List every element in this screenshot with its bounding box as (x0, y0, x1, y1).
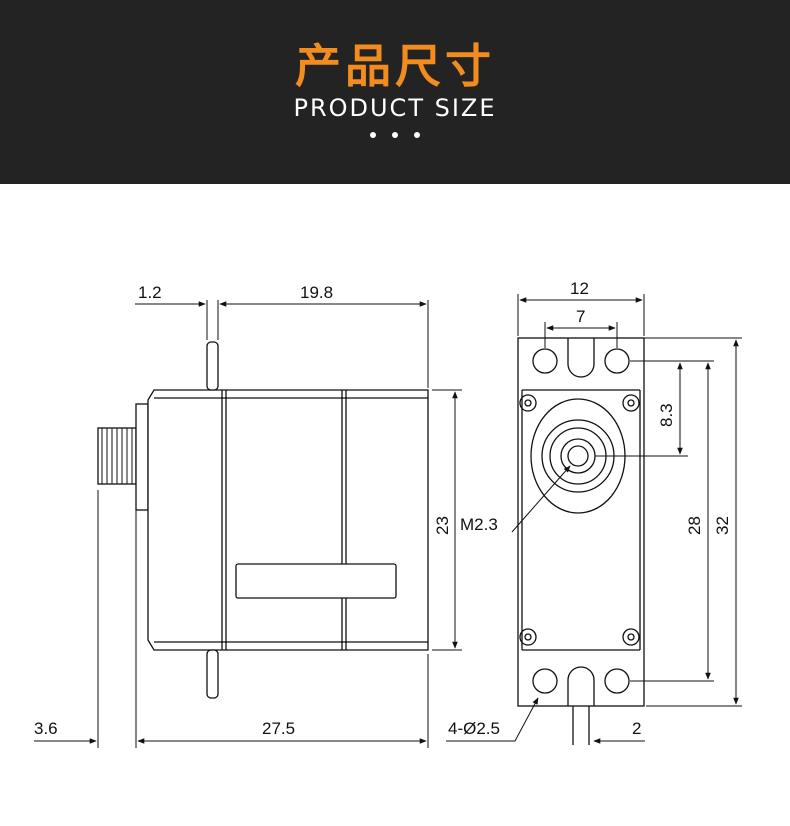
screw-tr (622, 394, 640, 412)
dot-3 (414, 132, 420, 138)
dim-holes: 4-Ø2.5 (448, 719, 500, 738)
dim-body-height: 23 (433, 516, 452, 535)
front-view (517, 337, 645, 745)
dim-thread: M2.3 (460, 515, 498, 534)
dim-spline-offset: 3.6 (34, 719, 58, 738)
mount-hole-tl (532, 348, 558, 374)
title-english: PRODUCT SIZE (293, 94, 497, 122)
dim-shaft-offset: 8.3 (657, 403, 676, 427)
header-banner: 产品尺寸 PRODUCT SIZE (0, 0, 790, 184)
slot-top (567, 338, 595, 378)
dim-overall-length: 27.5 (262, 719, 295, 738)
title-chinese: 产品尺寸 (295, 39, 495, 93)
mount-hole-tr (604, 348, 630, 374)
dot-1 (370, 132, 376, 138)
mount-hole-bl (532, 668, 558, 694)
mounting-tab-top (206, 341, 219, 391)
dim-hole-spacing-x: 7 (576, 307, 585, 326)
screw-bl (519, 628, 537, 646)
front-body (517, 337, 645, 707)
dim-width: 12 (570, 279, 589, 298)
screw-br (622, 628, 640, 646)
gear-cover-step (135, 403, 149, 511)
mounting-tab-bottom (206, 649, 219, 699)
decorative-dots (0, 132, 790, 138)
mount-hole-br (604, 668, 630, 694)
dim-overall-height: 32 (713, 516, 732, 535)
dim-hole-edge: 2 (632, 719, 641, 738)
dot-2 (392, 132, 398, 138)
dim-body-length: 19.8 (300, 283, 333, 302)
servo-body (147, 389, 429, 651)
dim-flange-thickness: 1.2 (138, 283, 162, 302)
technical-drawing: 1.2 19.8 23 M2.3 3.6 27.5 12 7 8.3 28 32… (34, 279, 742, 748)
side-view (97, 341, 429, 699)
dim-hole-spacing-y: 28 (685, 516, 704, 535)
slot-bottom (567, 666, 595, 706)
label-window (235, 563, 397, 599)
screw-tl (519, 394, 537, 412)
